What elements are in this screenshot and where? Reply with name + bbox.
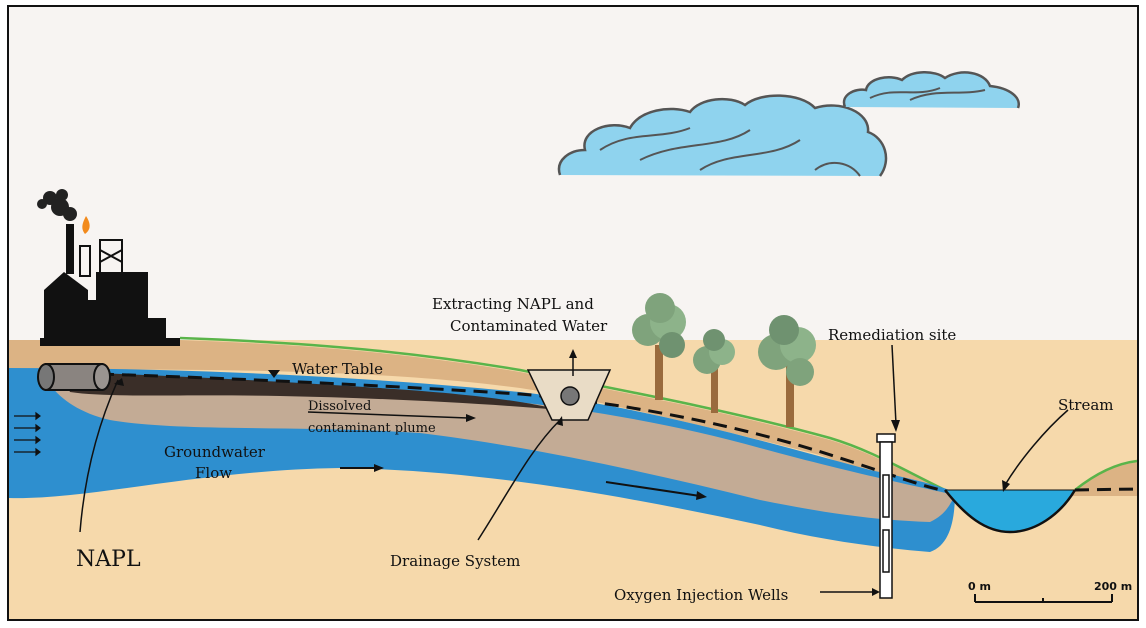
remediation-leader-line xyxy=(891,344,897,425)
water-table-label: Water Table xyxy=(292,360,383,378)
dissolved-label-line2: contaminant plume xyxy=(308,421,436,436)
remediation-site-label: Remediation site xyxy=(828,326,956,344)
scale-bar xyxy=(974,594,1113,603)
inflow-arrows xyxy=(14,411,41,457)
drainage-trench xyxy=(526,349,612,421)
groundwater-label-line2: Flow xyxy=(195,464,232,482)
water-table-marker-icon xyxy=(268,370,280,378)
groundwater-arrow-1 xyxy=(340,464,384,472)
extracting-label-line1: Extracting NAPL and xyxy=(432,295,594,313)
stream-leader-line xyxy=(1004,409,1069,486)
groundwater-label-line1: Groundwater xyxy=(164,443,266,461)
plume-arrow xyxy=(307,411,476,422)
napl-pool xyxy=(60,372,560,410)
grass-line-left xyxy=(179,336,946,492)
scale-end-label: 200 m xyxy=(1094,580,1132,593)
factory-icon xyxy=(37,189,180,346)
tree-icon-2 xyxy=(693,329,735,413)
tree-icon xyxy=(632,293,686,400)
dissolved-label-line1: Dissolved xyxy=(308,399,371,414)
groundwater-arrow-2 xyxy=(605,481,707,500)
drainage-leader-arrowhead xyxy=(556,416,563,426)
injection-well xyxy=(876,433,896,599)
contaminant-plume xyxy=(50,375,955,522)
scale-start-label: 0 m xyxy=(968,580,991,593)
napl-label: NAPL xyxy=(76,547,141,572)
water-table-line-right xyxy=(1074,487,1138,492)
oxygen-leader-arrowhead xyxy=(872,588,880,596)
stream-label: Stream xyxy=(1058,396,1114,414)
extracting-label-line2: Contaminated Water xyxy=(450,317,608,335)
stream-leader-arrowhead xyxy=(1002,480,1010,492)
napl-leader-line xyxy=(79,379,119,533)
drain-pipe-icon xyxy=(560,386,580,406)
drainage-system-label: Drainage System xyxy=(390,552,520,570)
flare-flame-icon xyxy=(82,216,90,234)
cloud-icon-large xyxy=(557,94,888,177)
drainage-leader-line xyxy=(477,419,561,541)
topsoil-layer xyxy=(9,340,1137,496)
cloud-icon-small xyxy=(842,71,1020,109)
oxygen-wells-label: Oxygen Injection Wells xyxy=(614,586,788,604)
napl-pipe xyxy=(37,363,111,391)
grass-line-right xyxy=(1074,459,1138,491)
napl-leader-arrowhead xyxy=(114,378,124,386)
stream-bed-outline xyxy=(944,489,1077,534)
remediation-leader-arrowhead xyxy=(891,420,900,432)
tree-icon-3 xyxy=(758,315,816,427)
